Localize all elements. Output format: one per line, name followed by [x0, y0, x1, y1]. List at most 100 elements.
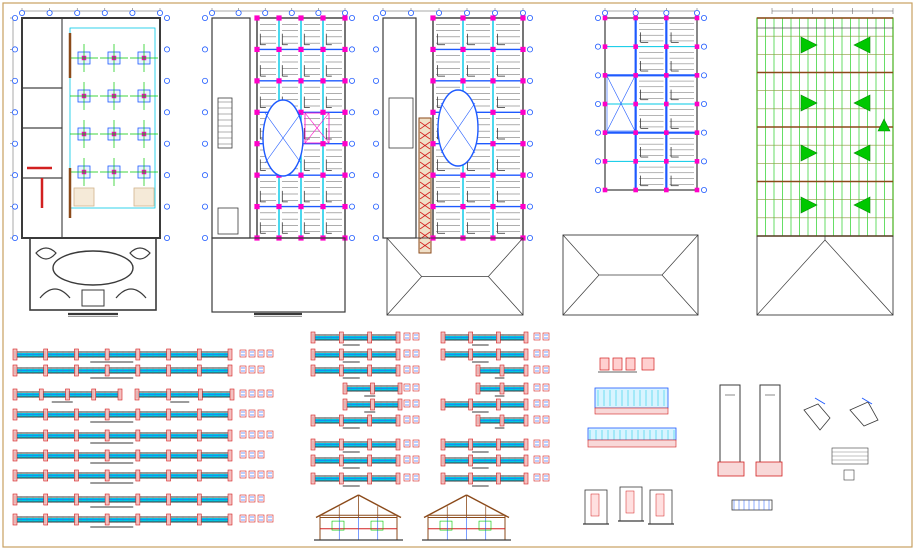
beam-cross-section — [248, 450, 256, 459]
roof-plan — [756, 8, 894, 316]
column-grid-bubble-icon — [527, 140, 534, 147]
beam-elevation — [12, 449, 233, 464]
column-grid-bubble-icon — [701, 43, 708, 50]
beam-support-column — [196, 513, 202, 526]
structural-column — [633, 15, 638, 21]
beam-cross-section — [542, 439, 550, 448]
beam-cross-section — [533, 439, 541, 448]
structural-column — [460, 203, 466, 210]
column-grid-bubble-icon — [201, 77, 208, 84]
structural-column — [254, 78, 260, 84]
structural-column — [520, 203, 526, 210]
beam-support-column — [496, 348, 501, 361]
column-grid-bubble-icon — [201, 203, 208, 210]
structural-plan-b — [372, 8, 534, 316]
structural-column — [430, 141, 436, 147]
beam-support-column — [367, 331, 372, 344]
roof-hip-line — [386, 276, 422, 316]
column-grid-bubble-icon — [372, 46, 379, 53]
structural-column — [633, 187, 638, 193]
structural-column — [490, 172, 496, 178]
structural-column — [342, 109, 348, 115]
beam-support-column — [367, 348, 372, 361]
beam-cross-section — [403, 349, 411, 358]
beam-cross-section — [239, 470, 247, 479]
beam-support-column — [370, 398, 375, 411]
structural-column — [430, 78, 436, 84]
beam-support-column — [135, 493, 141, 506]
beam-support-column — [395, 472, 401, 485]
truss-top-chord — [466, 494, 510, 519]
beam-cross-section — [266, 514, 274, 523]
structural-column — [520, 172, 526, 178]
beam-cross-section — [257, 365, 265, 374]
structural-column — [490, 109, 496, 115]
beam-support-column — [523, 438, 529, 451]
column-grid-bubble-icon — [348, 14, 355, 21]
brick-hatch — [419, 211, 431, 220]
column-grid-bubble-icon — [701, 14, 708, 21]
beam-cross-section — [412, 365, 420, 374]
beam-support-column — [196, 348, 202, 361]
column-grid-bubble-icon — [372, 109, 379, 116]
column-grid-bubble-icon — [163, 46, 170, 53]
roof-slope-line — [756, 239, 826, 316]
beam-cross-section — [412, 439, 420, 448]
opening-cross — [606, 75, 636, 132]
beam-cross-section — [403, 473, 411, 482]
structural-column — [460, 78, 466, 84]
beam-elevation — [12, 513, 233, 528]
structural-column — [633, 159, 638, 164]
beam-support-column — [104, 408, 110, 421]
beam-support-column — [496, 472, 501, 485]
structural-column — [664, 159, 669, 164]
roof-outline — [386, 237, 524, 316]
beam-cross-section — [266, 389, 274, 398]
column-grid-bubble-icon — [129, 9, 136, 16]
beam-cross-section — [533, 383, 541, 392]
beam-support-column — [196, 429, 202, 442]
beam-support-column — [227, 348, 233, 361]
column-grid-bubble-icon — [379, 9, 386, 16]
beam-support-column — [395, 454, 401, 467]
structural-column — [430, 172, 436, 178]
beam-support-column — [74, 408, 79, 421]
structural-column — [320, 172, 326, 178]
structural-column — [430, 15, 436, 21]
beam-support-column — [104, 449, 110, 462]
beam-support-column — [496, 331, 501, 344]
beam-cross-section — [533, 399, 541, 408]
structural-column — [254, 203, 260, 210]
beam-elevation — [310, 472, 401, 487]
building-section-b — [422, 494, 511, 541]
column-grid-bubble-icon — [201, 46, 208, 53]
structural-column — [342, 15, 348, 21]
roof-hip-line — [562, 274, 600, 316]
structural-column — [298, 109, 304, 115]
beam-cross-section — [533, 349, 541, 358]
beam-support-column — [43, 513, 49, 526]
slope-rebar — [861, 397, 873, 405]
beam-support-column — [227, 408, 233, 421]
column-grid-bubble-icon — [701, 186, 708, 193]
column-head-detail — [599, 357, 610, 371]
beam-support-column — [196, 493, 202, 506]
beam-cross-section — [412, 473, 420, 482]
beam-support-column — [367, 414, 372, 427]
brick-hatch — [419, 121, 431, 130]
stair-block — [73, 187, 95, 207]
beam-elevation — [134, 388, 235, 403]
beam-elevation — [12, 348, 233, 363]
structural-column — [694, 44, 700, 49]
beam-cross-section — [248, 470, 256, 479]
column-grid-bubble-icon — [341, 9, 348, 16]
beam-plan — [562, 8, 708, 316]
beam-cross-section — [542, 365, 550, 374]
beam-cross-section — [248, 494, 256, 503]
beam-cross-section — [542, 455, 550, 464]
structural-column — [490, 141, 496, 147]
beam-support-column — [523, 454, 529, 467]
structural-column — [320, 78, 326, 84]
beam-support-column — [496, 398, 501, 411]
